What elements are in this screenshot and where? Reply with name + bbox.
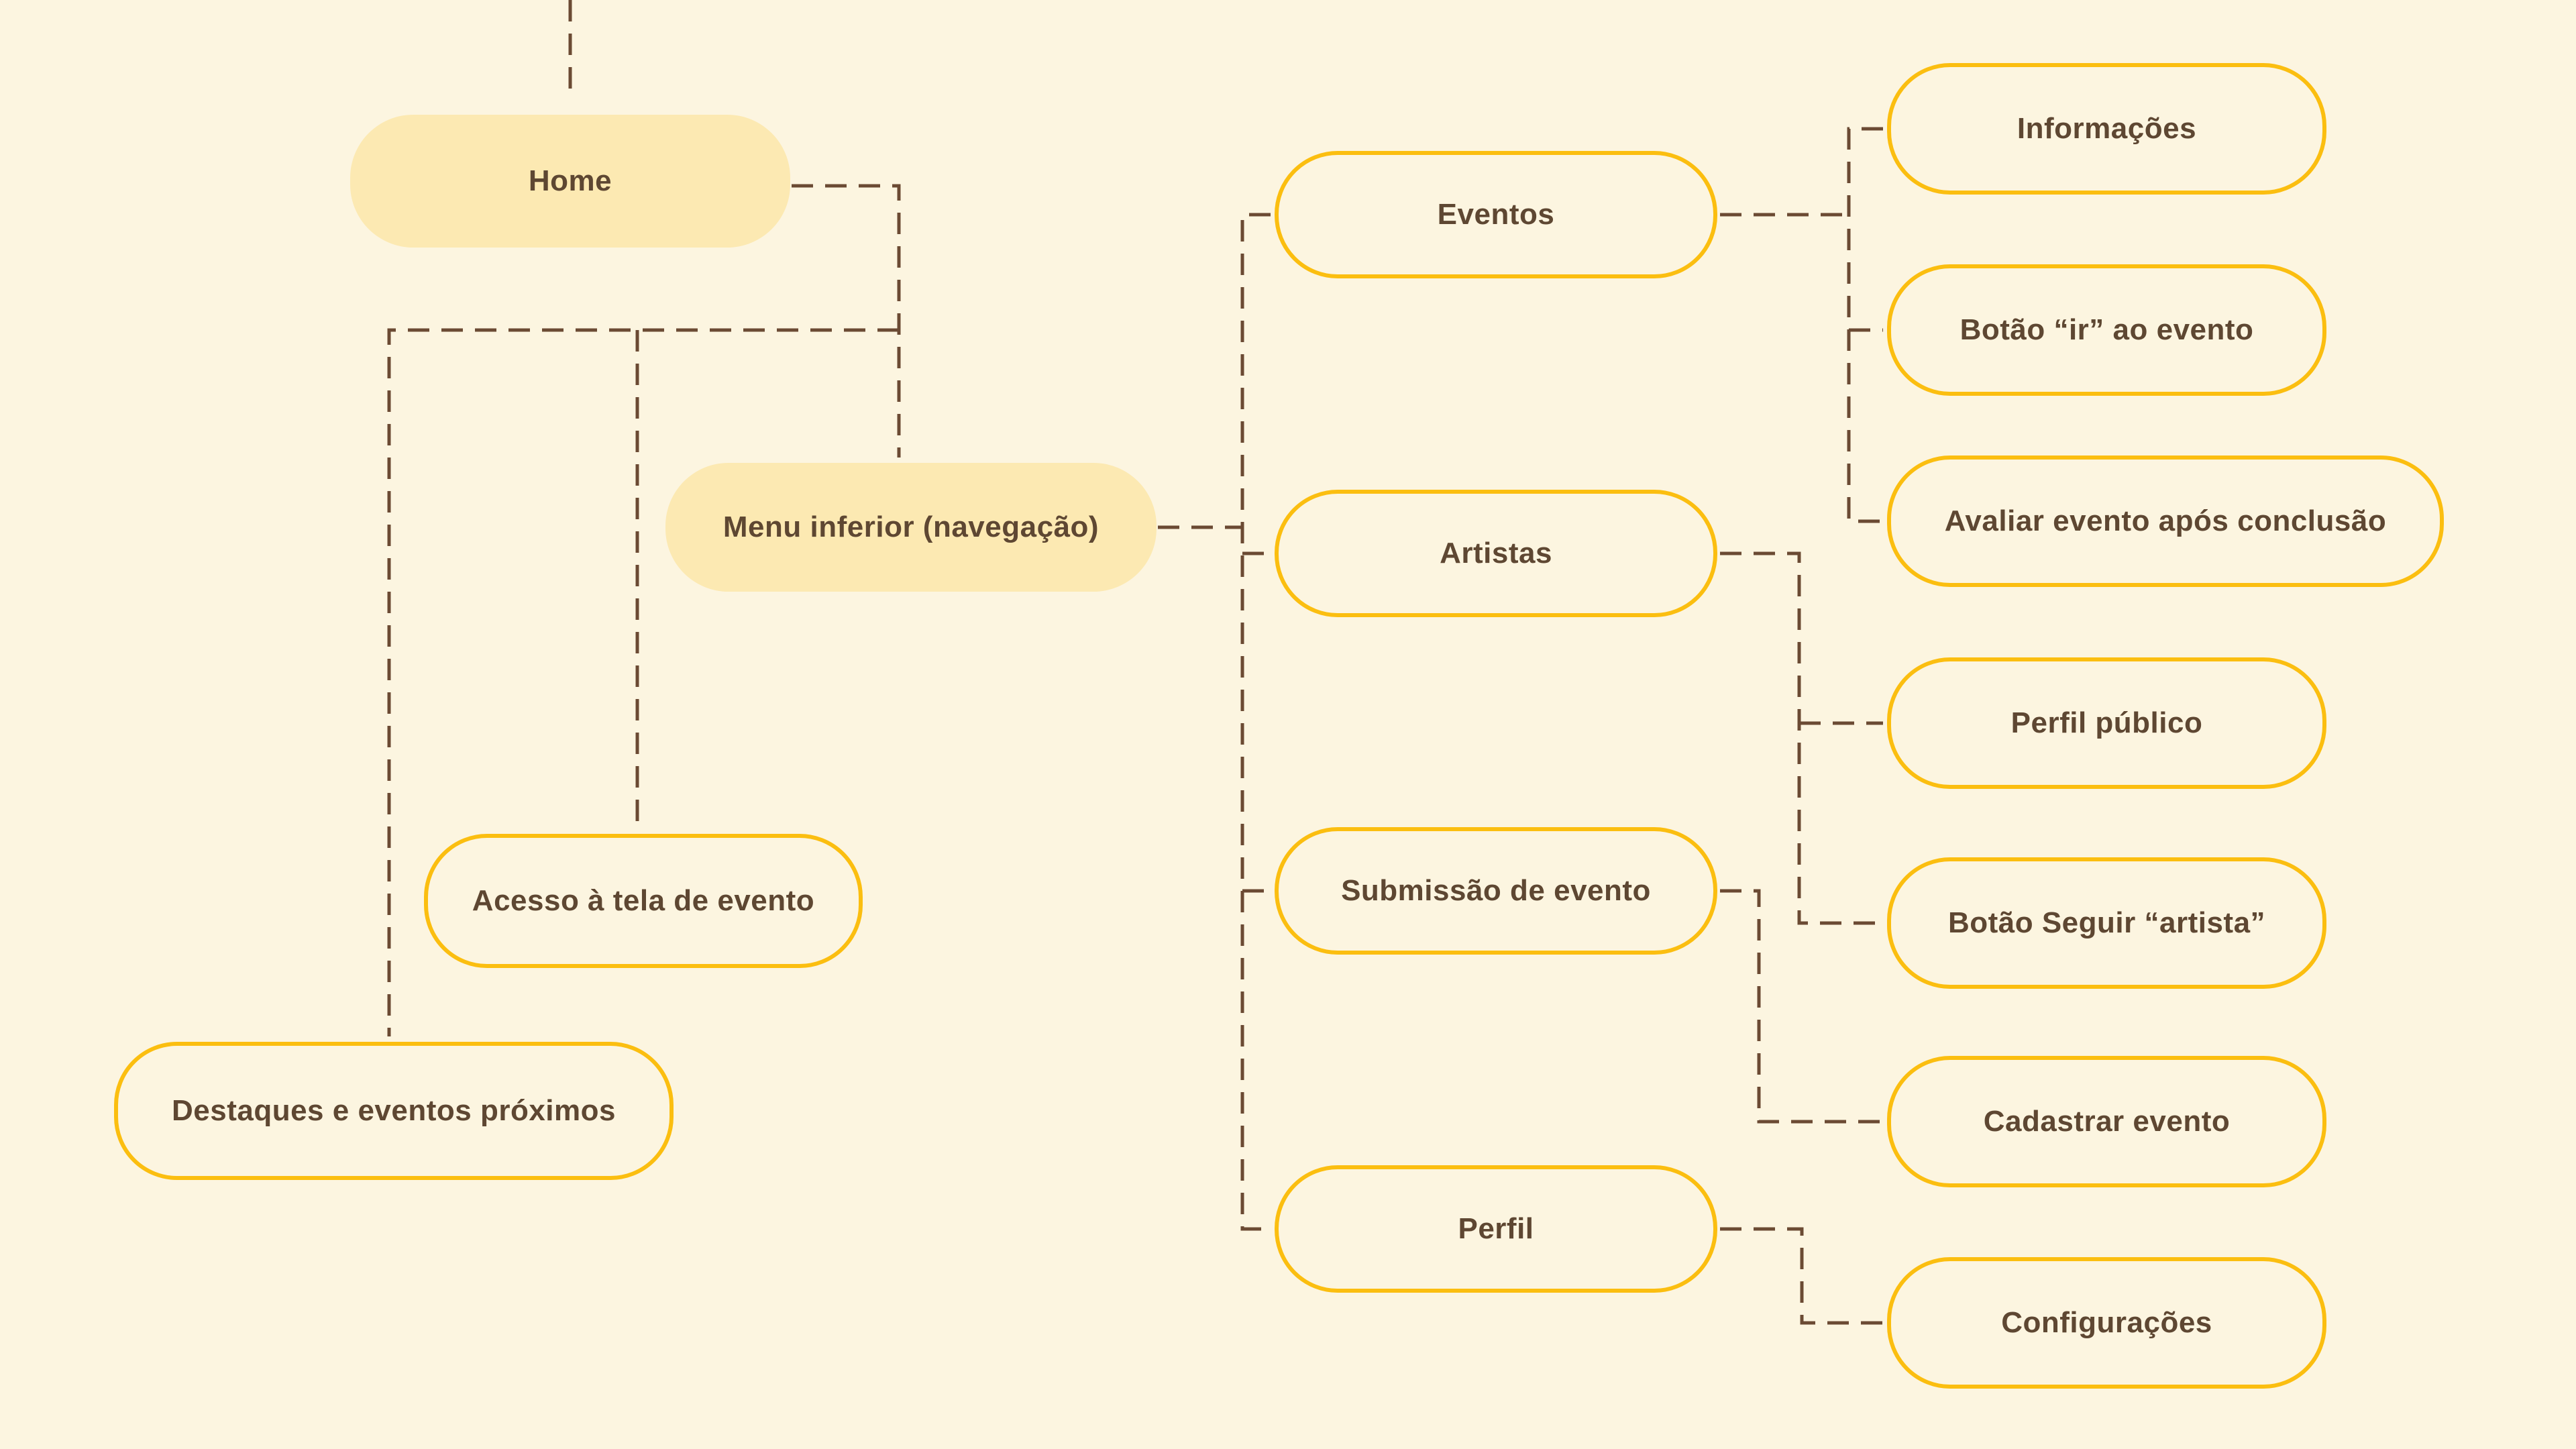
node-artistas[interactable]: Artistas — [1275, 490, 1717, 617]
node-avaliar-evento[interactable]: Avaliar evento após conclusão — [1887, 455, 2444, 587]
node-acesso-tela-evento[interactable]: Acesso à tela de evento — [424, 834, 863, 968]
node-eventos[interactable]: Eventos — [1275, 151, 1717, 278]
node-home[interactable]: Home — [350, 115, 790, 248]
connector-eventos-to-children — [1720, 127, 1883, 523]
node-label: Eventos — [1437, 198, 1555, 231]
connector-branch-to-destaques — [387, 328, 899, 1036]
node-label: Informações — [2017, 112, 2197, 145]
node-label: Artistas — [1440, 537, 1552, 570]
node-botao-ir-ao-evento[interactable]: Botão “ir” ao evento — [1887, 264, 2326, 396]
node-botao-seguir-artista[interactable]: Botão Seguir “artista” — [1887, 857, 2326, 989]
node-configuracoes[interactable]: Configurações — [1887, 1257, 2326, 1389]
node-label: Botão “ir” ao evento — [1960, 313, 2254, 346]
node-destaques[interactable]: Destaques e eventos próximos — [114, 1042, 674, 1180]
node-label: Perfil público — [2010, 706, 2203, 739]
node-label: Perfil — [1458, 1212, 1534, 1245]
node-informacoes[interactable]: Informações — [1887, 63, 2326, 195]
node-label: Botão Seguir “artista” — [1947, 906, 2266, 939]
node-perfil[interactable]: Perfil — [1275, 1165, 1717, 1293]
node-label: Cadastrar evento — [1983, 1105, 2231, 1138]
node-label: Menu inferior (navegação) — [722, 511, 1099, 543]
connector-perfil-to-configuracoes — [1720, 1227, 1883, 1325]
node-label: Destaques e eventos próximos — [171, 1094, 616, 1127]
node-perfil-publico[interactable]: Perfil público — [1887, 657, 2326, 789]
node-label: Submissão de evento — [1341, 874, 1651, 907]
connector-submissao-to-cadastrar — [1720, 889, 1883, 1124]
connector-home-to-menu-inferior — [792, 184, 901, 458]
node-label: Avaliar evento após conclusão — [1944, 504, 2387, 537]
node-label: Acesso à tela de evento — [472, 884, 815, 917]
connector-trunk-eventos-perfil — [1240, 213, 1271, 1231]
node-label: Configurações — [2001, 1306, 2212, 1339]
node-label: Home — [528, 164, 612, 197]
node-cadastrar-evento[interactable]: Cadastrar evento — [1887, 1056, 2326, 1187]
connector-artistas-to-children — [1720, 551, 1883, 925]
node-menu-inferior[interactable]: Menu inferior (navegação) — [665, 463, 1157, 592]
node-submissao-evento[interactable]: Submissão de evento — [1275, 827, 1717, 955]
